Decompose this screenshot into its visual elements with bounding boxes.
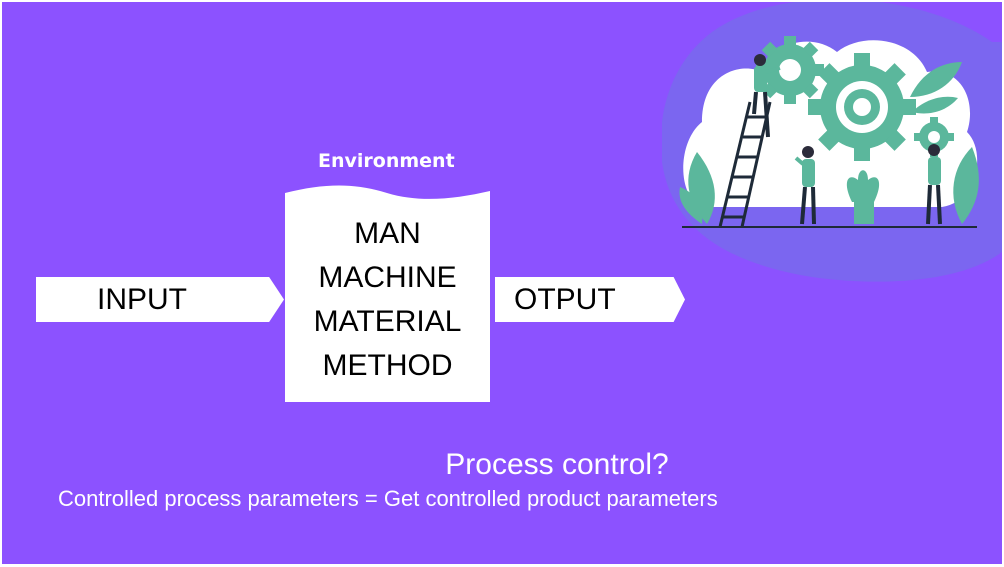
standing-person-icon: [794, 146, 816, 225]
person-with-gear-icon: [926, 144, 942, 225]
leaf-right-icon: [910, 62, 979, 224]
medium-gear-icon: [756, 36, 824, 104]
leaf-left-icon: [679, 152, 715, 224]
potted-plant-icon: [846, 170, 880, 224]
output-label: OTPUT: [514, 283, 616, 316]
input-arrow: [36, 277, 284, 322]
factor-method: METHOD: [322, 349, 453, 382]
factor-material: MATERIAL: [313, 305, 462, 338]
person-on-ladder-icon: [752, 54, 781, 138]
input-label: INPUT: [97, 283, 187, 316]
large-gear-icon: [808, 53, 916, 161]
output-arrow: [495, 277, 685, 322]
process-control-question: Process control?: [445, 448, 669, 481]
factor-machine: MACHINE: [318, 261, 457, 294]
process-control-statement: Controlled process parameters = Get cont…: [58, 486, 718, 511]
process-box: [285, 185, 490, 402]
environment-label: Environment: [318, 150, 455, 172]
gears-and-people-illustration: [662, 2, 1002, 282]
factor-man: MAN: [354, 217, 421, 250]
